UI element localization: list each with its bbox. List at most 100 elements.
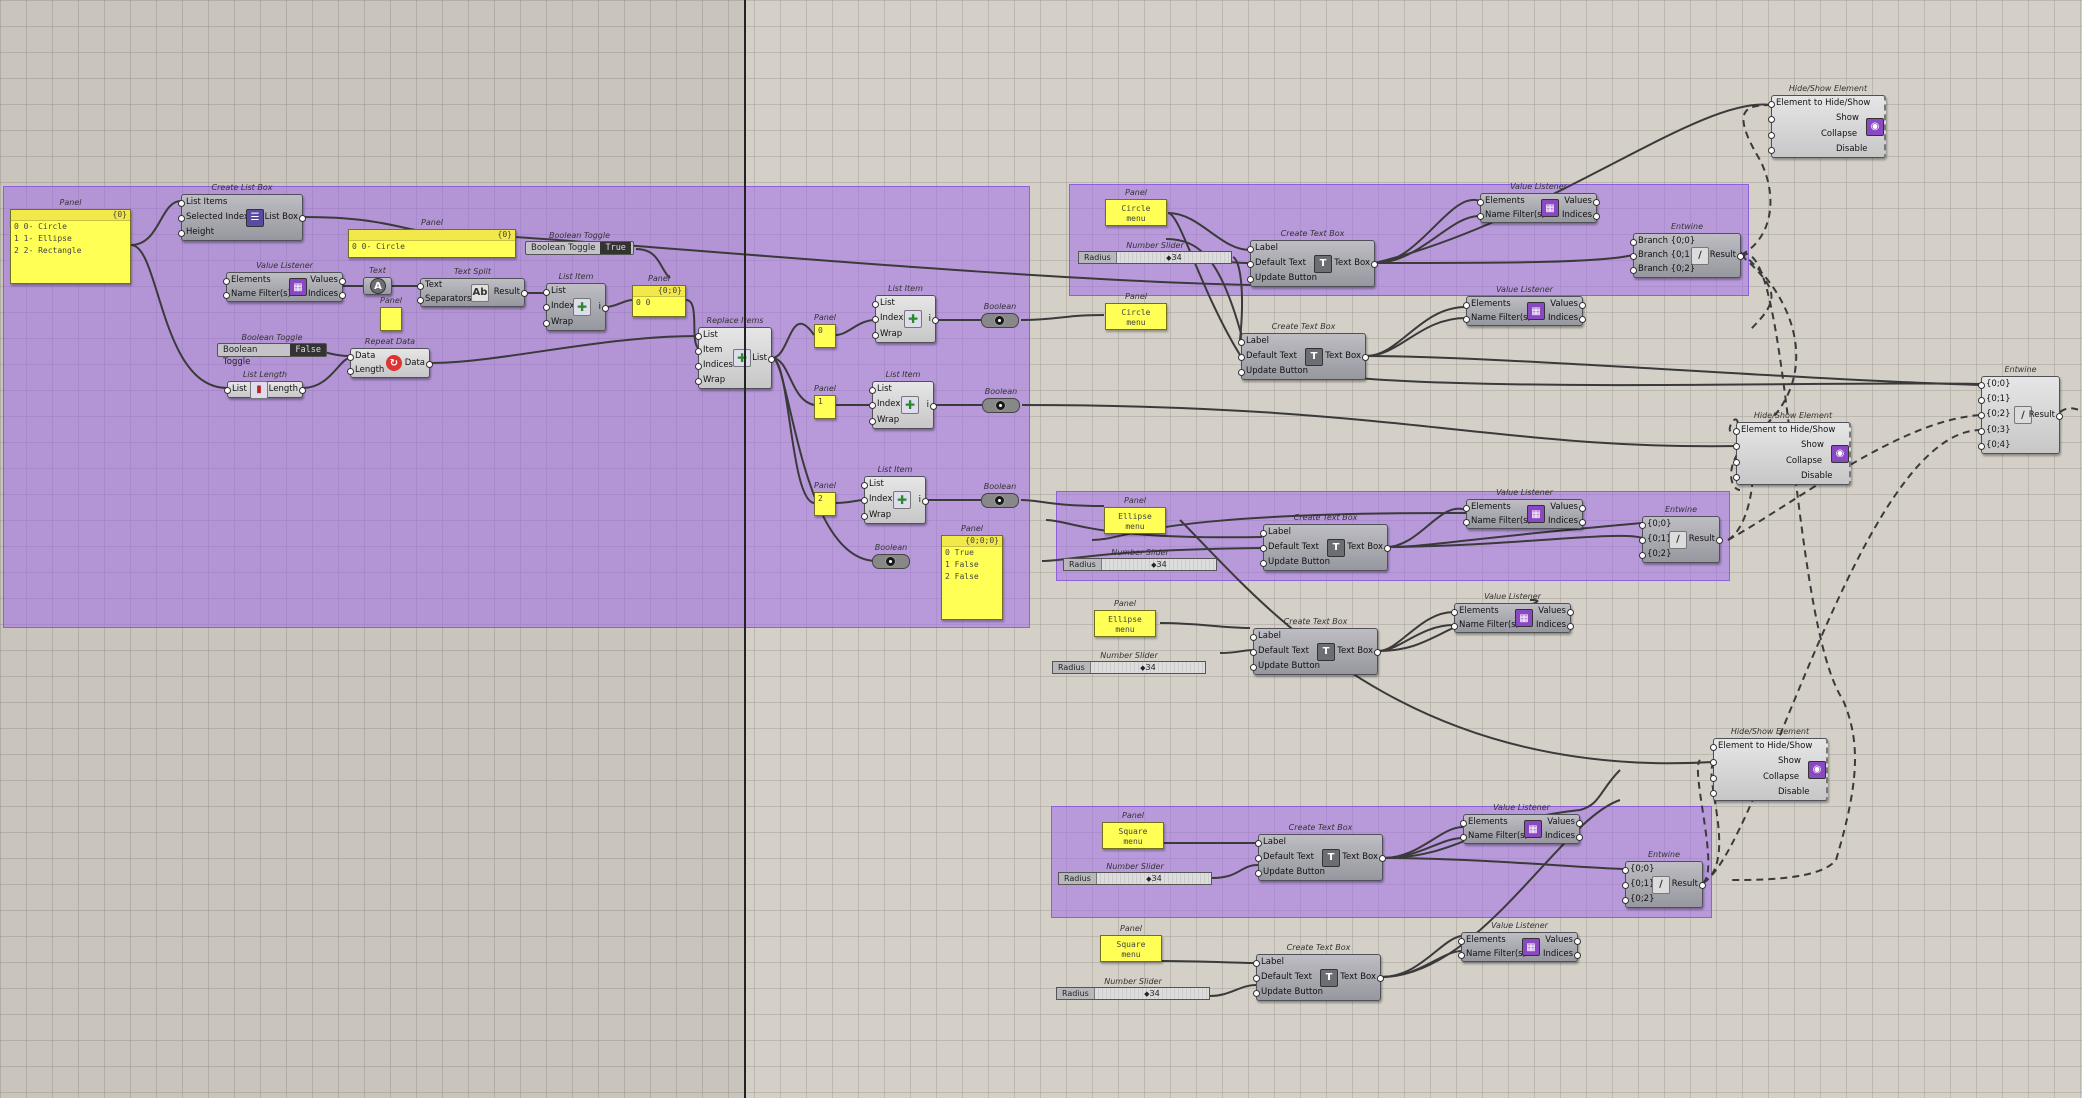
input-element-to-hide[interactable]: Element to Hide/Show [1767, 98, 1871, 109]
input-elements[interactable]: Elements [223, 275, 291, 286]
input-elements[interactable]: Elements [1458, 935, 1526, 946]
list-length[interactable]: List Length List ▮ Length [224, 370, 307, 399]
panel-circle-menu-a[interactable]: Panel Circle menu [1105, 188, 1167, 226]
input-wrap[interactable]: Wrap [860, 509, 892, 520]
entwine-main[interactable]: Entwine {0;0}{0;1}{0;2}{0;3}{0;4} ∕ Resu… [1978, 365, 2064, 454]
input-height[interactable]: Height [178, 227, 249, 238]
input-element-to-hide[interactable]: Element to Hide/Show [1709, 741, 1813, 752]
input-indices[interactable]: Indices [695, 360, 733, 370]
boolean-toggle-true[interactable]: Boolean Toggle Boolean Toggle True [525, 231, 634, 255]
input-update-button[interactable]: Update Button [1253, 987, 1323, 997]
number-slider-ellipse-b[interactable]: Number Slider Radius 34 [1052, 651, 1206, 674]
input-label[interactable]: Label [1247, 243, 1317, 254]
output-values[interactable]: Values [1545, 817, 1583, 828]
output-values[interactable]: Values [1536, 606, 1574, 617]
input-list[interactable]: List [871, 298, 903, 309]
input-elements[interactable]: Elements [1477, 196, 1545, 207]
input-list[interactable]: List [695, 330, 733, 341]
output-list[interactable]: List [752, 352, 775, 363]
input-show[interactable]: Show [1709, 756, 1812, 767]
entwine-ellipse[interactable]: Entwine {0;0}{0;1}{0;2} ∕ Result [1639, 505, 1724, 563]
input-b02[interactable]: {0;2} [1639, 549, 1672, 559]
input-name-filters[interactable]: Name Filter(s) [1451, 619, 1519, 630]
output-result[interactable]: Result [1671, 879, 1707, 889]
output-text-box[interactable]: Text Box [1347, 542, 1391, 552]
input-update-button[interactable]: Update Button [1247, 273, 1317, 283]
toggle-value[interactable]: False [290, 344, 326, 356]
boolean-param-1[interactable]: Boolean [982, 387, 1020, 413]
output-values[interactable]: Values [1562, 196, 1600, 207]
output-result[interactable]: Result [2028, 409, 2064, 420]
input-separators[interactable]: Separators [416, 293, 472, 304]
panel-index-2[interactable]: Panel 2 [814, 481, 836, 516]
input-index[interactable]: Index [871, 313, 904, 324]
input-elements[interactable]: Elements [1463, 502, 1531, 513]
input-default-text[interactable]: Default Text [1247, 258, 1317, 269]
panel-square-menu-b[interactable]: Panel Square menu [1100, 924, 1162, 962]
number-slider-circle[interactable]: Number Slider Radius 34 [1078, 241, 1232, 264]
input-label[interactable]: Label [1253, 957, 1323, 968]
panel-selected[interactable]: Panel {0} 0 0- Circle [348, 218, 516, 258]
input-label[interactable]: Label [1250, 631, 1320, 642]
output-indices[interactable]: Indices [308, 288, 346, 299]
input-disable[interactable]: Disable [1709, 787, 1812, 798]
number-slider-square-b[interactable]: Number Slider Radius 34 [1056, 977, 1210, 1000]
input-b02[interactable]: {0;2} [1978, 409, 2011, 420]
boolean-param-2[interactable]: Boolean [981, 482, 1019, 508]
slider-value[interactable]: 34 [1096, 873, 1211, 884]
input-default-text[interactable]: Default Text [1253, 972, 1323, 983]
input-name-filters[interactable]: Name Filter(s) [1477, 209, 1545, 220]
entwine-square[interactable]: Entwine {0;0}{0;1}{0;2} ∕ Result [1622, 850, 1707, 908]
input-index[interactable]: Index [860, 494, 893, 505]
input-label[interactable]: Label [1260, 527, 1330, 538]
input-b04[interactable]: {0;4} [1978, 439, 2011, 450]
input-b00[interactable]: {0;0} [1978, 379, 2011, 390]
slider-value[interactable]: 34 [1094, 988, 1209, 999]
output-indices[interactable]: Indices [1548, 312, 1586, 323]
output-indices[interactable]: Indices [1545, 830, 1583, 841]
input-b00[interactable]: {0;0} [1639, 519, 1672, 529]
input-list[interactable]: List [868, 384, 900, 395]
output-indices[interactable]: Indices [1562, 209, 1600, 220]
input-data[interactable]: Data [346, 351, 384, 362]
input-branch-1[interactable]: Branch {0;1} [1629, 249, 1696, 260]
input-collapse[interactable]: Collapse [1767, 129, 1870, 140]
output-indices[interactable]: Indices [1548, 515, 1586, 526]
output-i[interactable]: i [918, 494, 931, 505]
input-b01[interactable]: {0;1} [1639, 534, 1672, 544]
input-selected-index[interactable]: Selected Index [178, 212, 249, 222]
input-element-to-hide[interactable]: Element to Hide/Show [1732, 425, 1836, 436]
input-collapse[interactable]: Collapse [1732, 456, 1835, 467]
output-text-box[interactable]: Text Box [1337, 646, 1381, 656]
output-indices[interactable]: Indices [1536, 619, 1574, 630]
number-slider-ellipse[interactable]: Number Slider Radius 34 [1063, 548, 1217, 571]
input-update-button[interactable]: Update Button [1238, 366, 1308, 376]
output-i[interactable]: i [598, 301, 611, 312]
input-elements[interactable]: Elements [1460, 817, 1528, 828]
output-length[interactable]: Length [268, 384, 307, 394]
panel-circle-menu-b[interactable]: Panel Circle menu [1105, 292, 1167, 330]
input-disable[interactable]: Disable [1732, 471, 1835, 482]
output-result[interactable]: Result [1709, 250, 1745, 260]
input-elements[interactable]: Elements [1463, 299, 1531, 310]
input-length[interactable]: Length [346, 364, 385, 375]
output-values[interactable]: Values [1543, 935, 1581, 946]
input-default-text[interactable]: Default Text [1250, 646, 1320, 657]
boolean-toggle-false[interactable]: Boolean Toggle Boolean Toggle False [217, 333, 327, 367]
input-name-filters[interactable]: Name Filter(s) [1458, 948, 1526, 959]
output-text-box[interactable]: Text Box [1340, 972, 1384, 982]
input-list[interactable]: List [224, 384, 247, 394]
